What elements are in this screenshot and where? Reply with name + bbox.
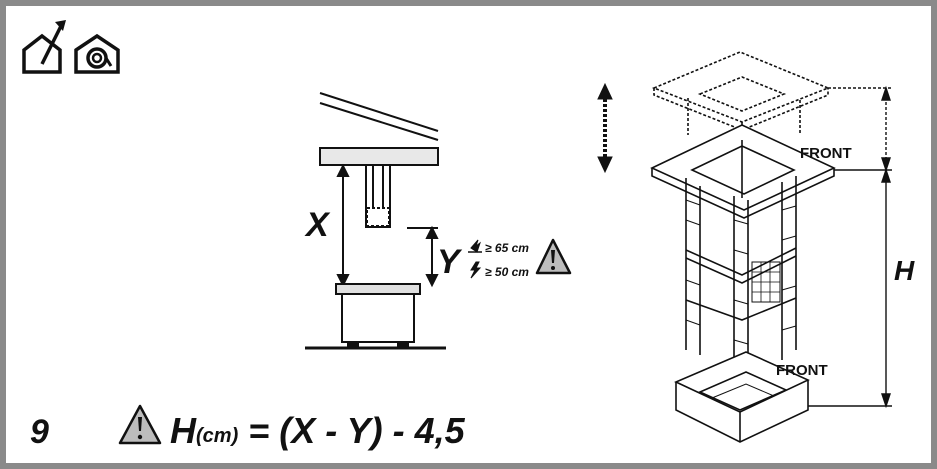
adjust-arrow-icon [597,82,613,174]
formula: H(cm) = (X - Y) - 4,5 [170,410,466,451]
gas-hob-icon [468,239,482,253]
warning-icon [118,404,162,445]
ceiling-schematic [305,92,446,350]
front-label-bottom: FRONT [776,362,828,379]
figure-number: 9 [30,413,49,451]
front-label-top: FRONT [800,145,852,162]
h-label: H [894,255,915,286]
electric-hob-icon [470,261,482,279]
chimney-hood-drawing [650,51,836,443]
y-label: Y [437,243,463,281]
house-recirculation-icon [74,33,120,74]
electric-clearance: ≥ 50 cm [485,265,529,279]
warning-icon [535,238,572,275]
h-dimension [808,85,892,409]
gas-clearance: ≥ 65 cm [485,241,529,255]
x-label: X [304,206,331,244]
house-vent-outdoor-icon [22,20,66,74]
